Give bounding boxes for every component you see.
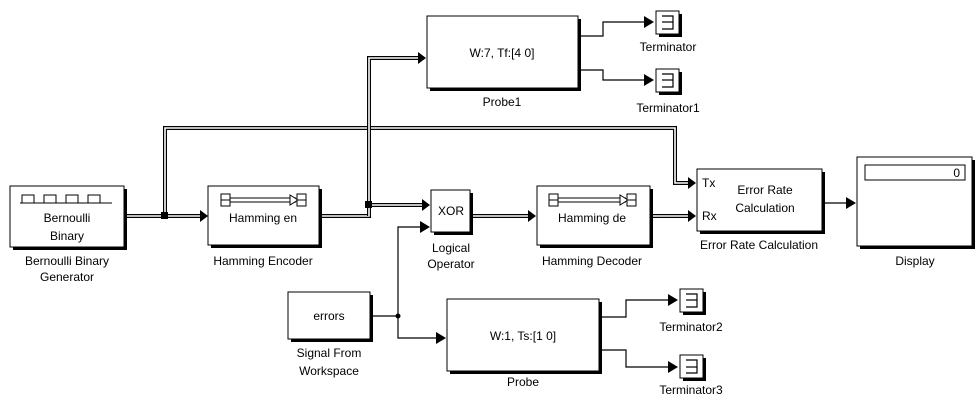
bernoulli-binary-block[interactable]: Bernoulli Binary (9, 185, 127, 250)
bernoulli-inner-bottom: Binary (50, 229, 84, 243)
error-rate-caption: Error Rate Calculation (700, 238, 818, 252)
wire-probe1-to-terminator[interactable] (578, 16, 654, 37)
wire-encoder-to-probe1[interactable] (367, 52, 426, 216)
terminator2-block[interactable] (679, 288, 706, 315)
port-rx-label: Rx (702, 209, 717, 223)
probe1-caption: Probe1 (483, 95, 522, 109)
terminator1-block[interactable] (655, 68, 682, 95)
wire-ws-to-probe[interactable] (397, 316, 446, 344)
wire-bernoulli-to-error-tx[interactable] (163, 126, 696, 216)
encoder-caption: Hamming Encoder (213, 254, 312, 268)
terminator-caption: Terminator (640, 40, 697, 54)
xor-caption-1: Logical (432, 241, 470, 255)
encoder-inner: Hamming en (229, 211, 297, 225)
terminator2-caption: Terminator2 (659, 320, 723, 334)
hamming-decoder-block[interactable]: Hamming de (536, 185, 653, 248)
probe-caption: Probe (507, 375, 539, 389)
terminator-block[interactable] (655, 10, 682, 37)
wire-xor-to-decoder[interactable] (470, 210, 536, 222)
wire-probe-to-terminator3[interactable] (600, 349, 678, 373)
wire-encoder-to-xor[interactable] (319, 199, 430, 218)
error-rate-inner-2: Calculation (735, 201, 794, 215)
logical-operator-block[interactable]: XOR (430, 189, 473, 235)
terminator1-caption: Terminator1 (636, 101, 700, 115)
xor-inner: XOR (438, 204, 464, 218)
encoder-bus-icon (220, 193, 307, 207)
decoder-bus-icon (548, 193, 637, 207)
terminator3-caption: Terminator3 (659, 383, 723, 397)
decoder-caption: Hamming Decoder (542, 254, 642, 268)
error-rate-inner-1: Error Rate (737, 183, 793, 197)
decoder-inner: Hamming de (558, 211, 626, 225)
probe1-inner: W:7, Tf:[4 0] (470, 46, 535, 60)
ws-caption-2: Workspace (299, 364, 359, 378)
wire-probe1-to-terminator1[interactable] (578, 69, 654, 86)
display-value: 0 (953, 166, 960, 180)
wire-ws-to-xor[interactable] (372, 221, 430, 317)
wire-error-to-display[interactable] (823, 197, 856, 209)
bernoulli-caption-1: Bernoulli Binary (25, 254, 109, 268)
xor-caption-2: Operator (427, 257, 474, 271)
terminator3-block[interactable] (679, 354, 706, 381)
wire-decoder-to-error-rx[interactable] (652, 210, 696, 222)
probe-inner: W:1, Ts:[1 0] (490, 329, 556, 343)
hamming-encoder-block[interactable]: Hamming en (207, 185, 322, 248)
bernoulli-caption-2: Generator (40, 270, 94, 284)
wire-probe-to-terminator2[interactable] (600, 294, 678, 318)
bernoulli-inner-top: Bernoulli (44, 211, 91, 225)
ws-caption-1: Signal From (297, 346, 362, 360)
signal-from-workspace-block[interactable]: errors (287, 291, 373, 342)
ws-inner: errors (313, 309, 344, 323)
probe1-block[interactable]: W:7, Tf:[4 0] (426, 15, 581, 91)
probe-block[interactable]: W:1, Ts:[1 0] (446, 298, 602, 374)
display-block[interactable]: 0 (856, 156, 975, 249)
branch-dot (395, 313, 401, 319)
display-readout (864, 164, 966, 181)
port-tx-label: Tx (702, 176, 715, 190)
branch-dot (161, 212, 168, 219)
error-rate-block[interactable]: Tx Rx Error Rate Calculation (696, 168, 825, 234)
branch-dot (365, 201, 372, 208)
display-caption: Display (895, 254, 934, 268)
